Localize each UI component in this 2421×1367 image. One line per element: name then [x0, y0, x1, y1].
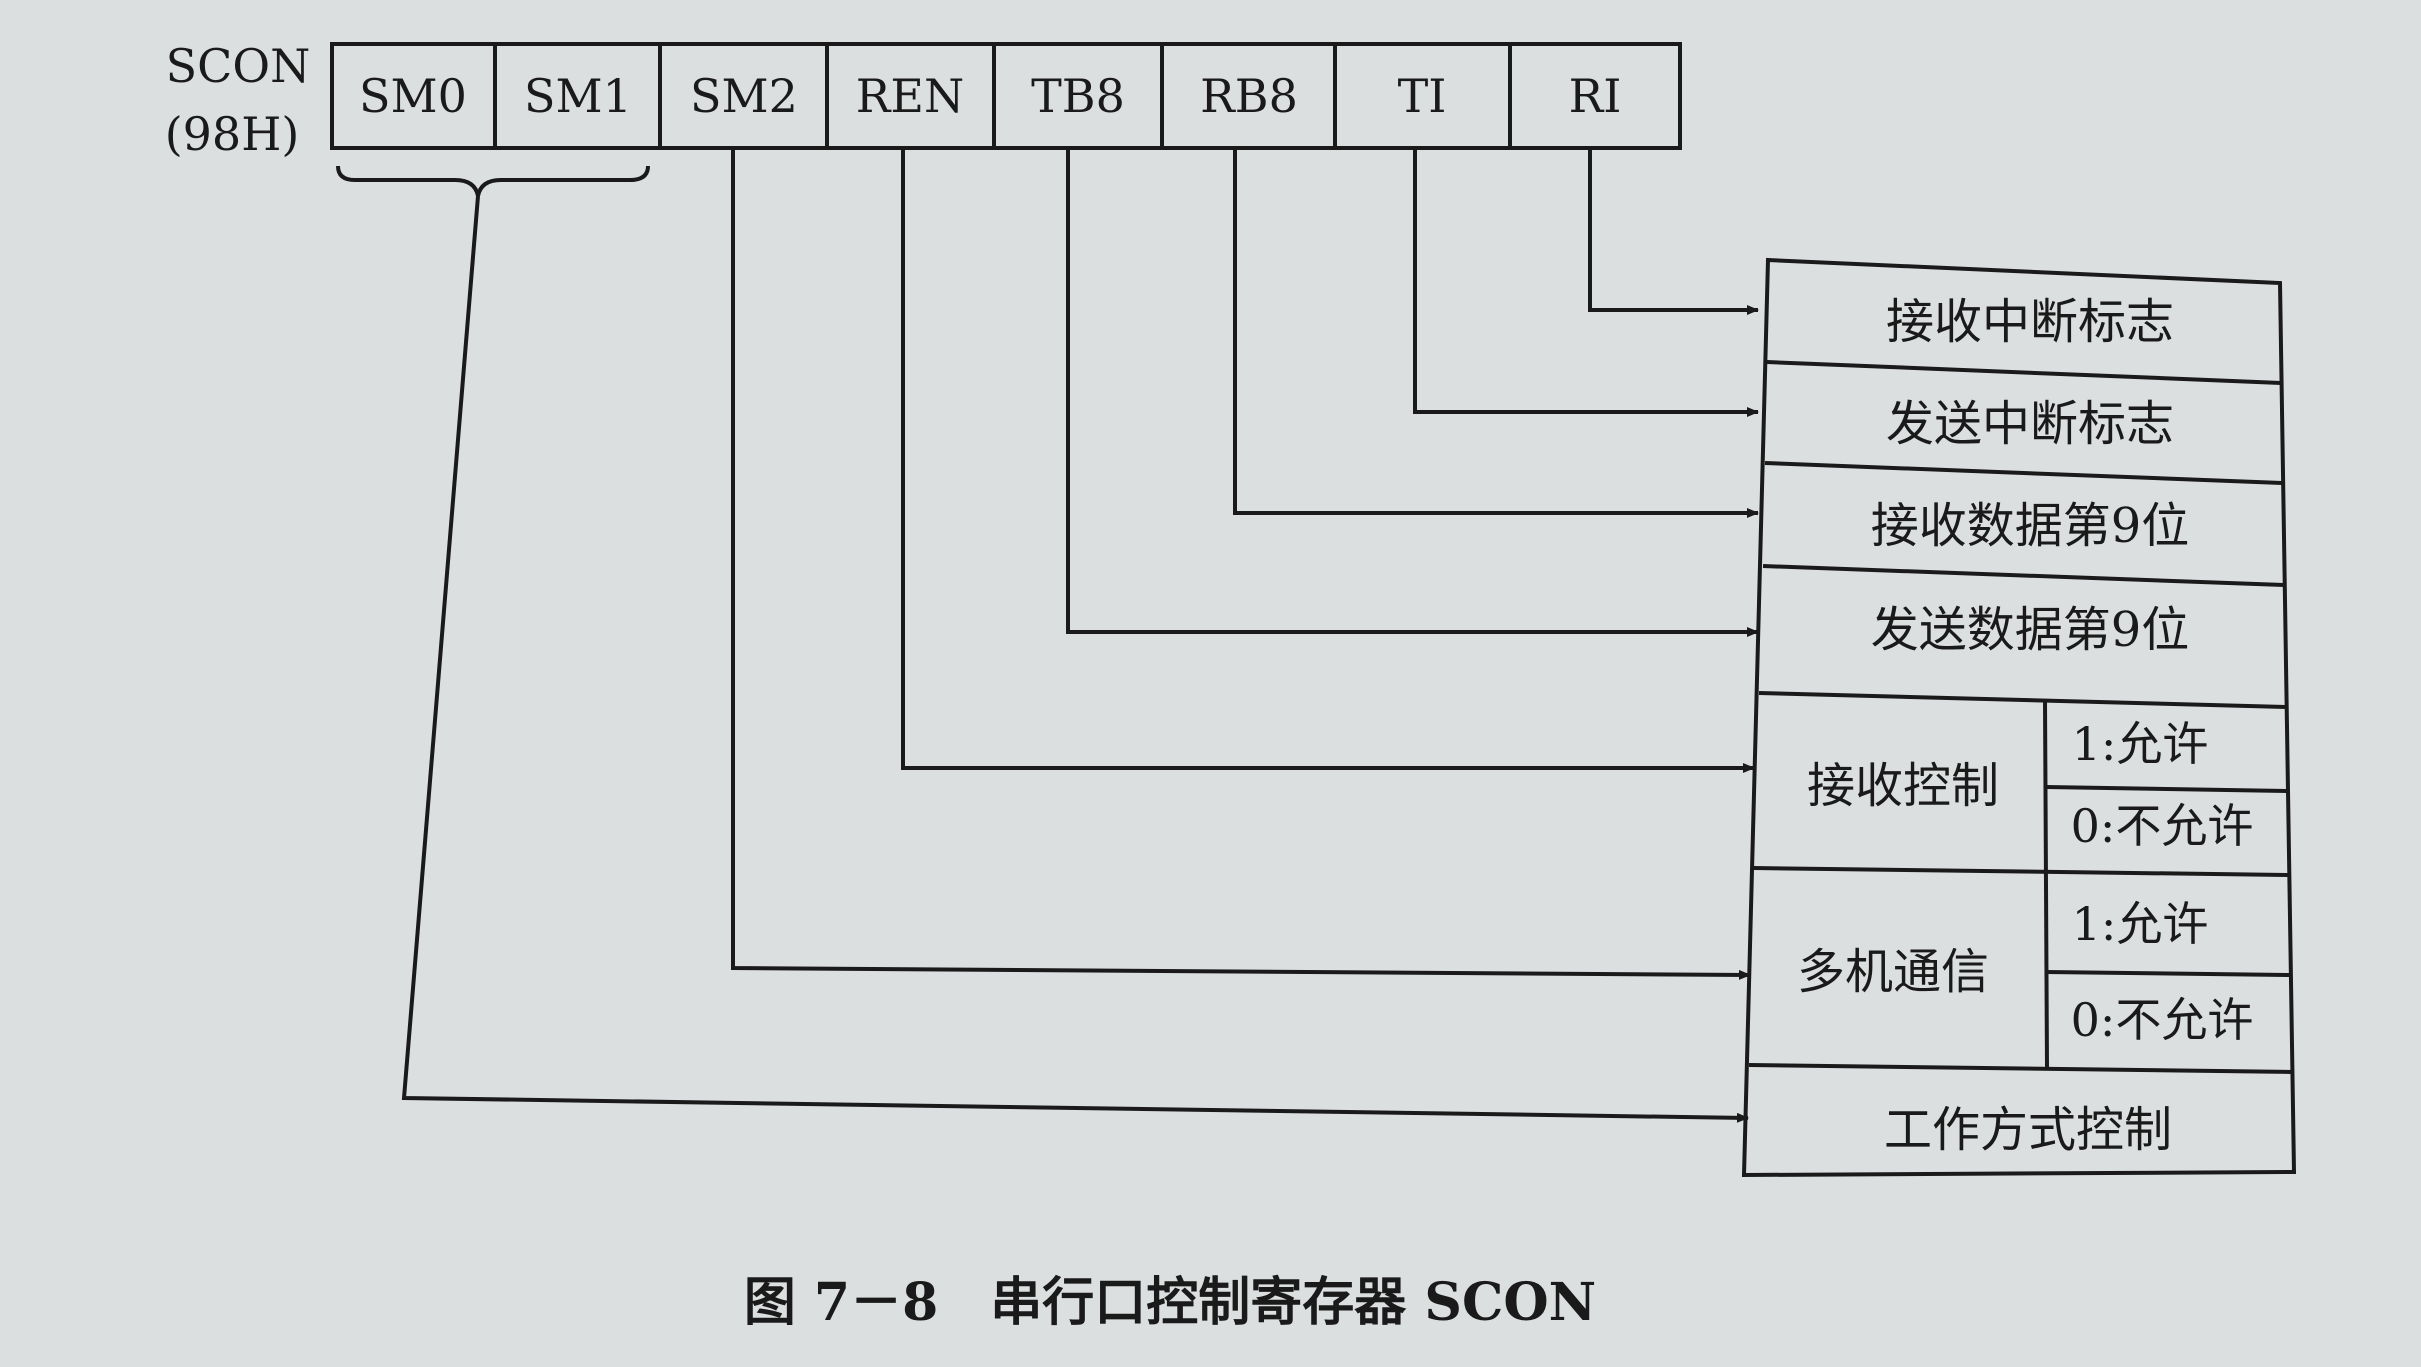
sm0-sm1-connector — [401, 195, 1749, 1123]
fn-receive-interrupt-flag: 接收中断标志 — [1886, 294, 2174, 350]
bit-sm0: SM0 — [359, 69, 467, 123]
bit-sm2: SM2 — [690, 69, 798, 123]
bit-ren: REN — [856, 69, 964, 123]
sm2-option-allow: 1:允许 — [2072, 897, 2209, 951]
bit-ri: RI — [1569, 69, 1622, 123]
fn-mode-control: 工作方式控制 — [1884, 1102, 2172, 1158]
sm2-connector — [731, 148, 1751, 980]
bit-tb8: TB8 — [1031, 69, 1125, 123]
fn-receive-data-bit9: 接收数据第9位 — [1871, 498, 2190, 554]
fn-transmit-interrupt-flag: 发送中断标志 — [1886, 396, 2174, 452]
ri-connector — [1588, 148, 1759, 315]
register-address: (98H) — [165, 107, 300, 161]
figure-caption: 图 7－8 串行口控制寄存器 SCON — [744, 1272, 1596, 1333]
register-name: SCON — [166, 39, 311, 93]
ren-option-disallow: 0:不允许 — [2071, 799, 2254, 853]
tb8-connector — [1066, 148, 1759, 637]
fn-receive-control: 接收控制 — [1807, 758, 1999, 814]
register-outline — [330, 42, 1682, 150]
register-bit-row — [330, 42, 1682, 150]
sm2-option-disallow: 0:不允许 — [2071, 993, 2254, 1047]
bit-ti: TI — [1398, 69, 1447, 123]
bit-rb8: RB8 — [1200, 69, 1298, 123]
sm0-sm1-brace — [336, 165, 650, 197]
bit-sm1: SM1 — [524, 69, 632, 123]
fn-transmit-data-bit9: 发送数据第9位 — [1871, 602, 2190, 658]
ren-option-allow: 1:允许 — [2072, 717, 2209, 771]
rb8-connector — [1233, 148, 1759, 518]
function-table — [1741, 257, 2297, 1178]
ti-connector — [1413, 148, 1759, 417]
fn-multiprocessor-comm: 多机通信 — [1797, 944, 1989, 1000]
ren-connector — [901, 148, 1755, 773]
